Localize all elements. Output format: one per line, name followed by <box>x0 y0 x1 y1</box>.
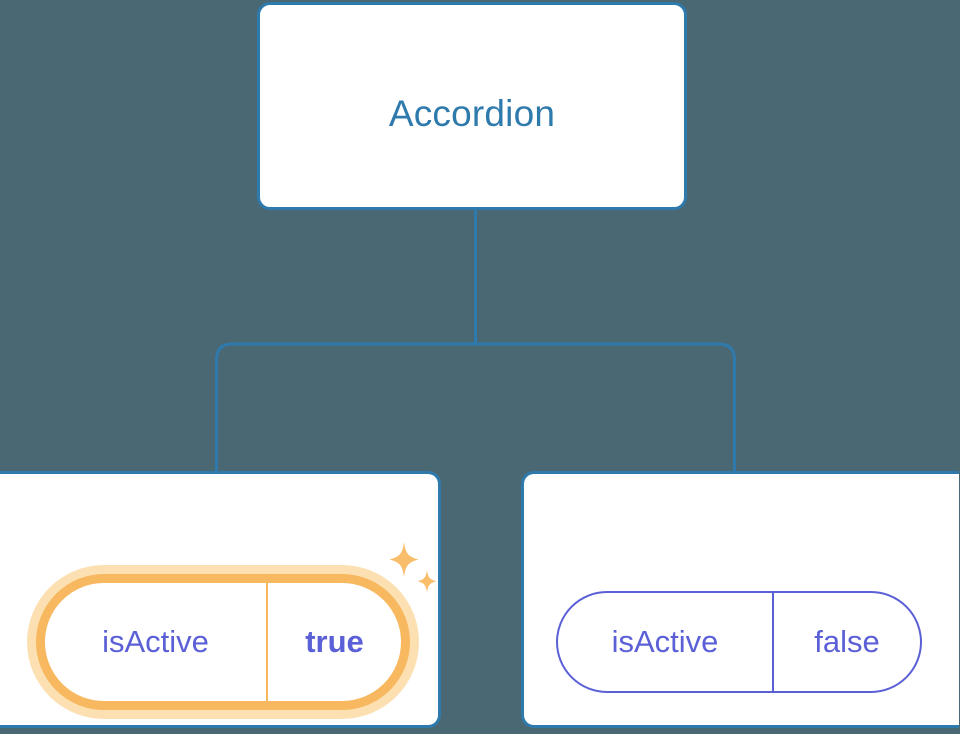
edge-accordion-to-panel-right <box>475 342 736 471</box>
prop-value-false: false <box>772 593 920 691</box>
prop-value-true: true <box>266 583 401 701</box>
prop-key-isactive: isActive <box>611 624 719 659</box>
edge-accordion-to-panel-left <box>215 342 476 471</box>
prop-pill-isactive-true[interactable]: isActive true <box>36 574 410 710</box>
node-accordion-title: Accordion <box>388 93 556 134</box>
prop-key-isactive: isActive <box>102 624 209 659</box>
prop-pill-isactive-false[interactable]: isActive false <box>556 591 922 693</box>
node-accordion[interactable]: Accordion <box>257 2 687 210</box>
